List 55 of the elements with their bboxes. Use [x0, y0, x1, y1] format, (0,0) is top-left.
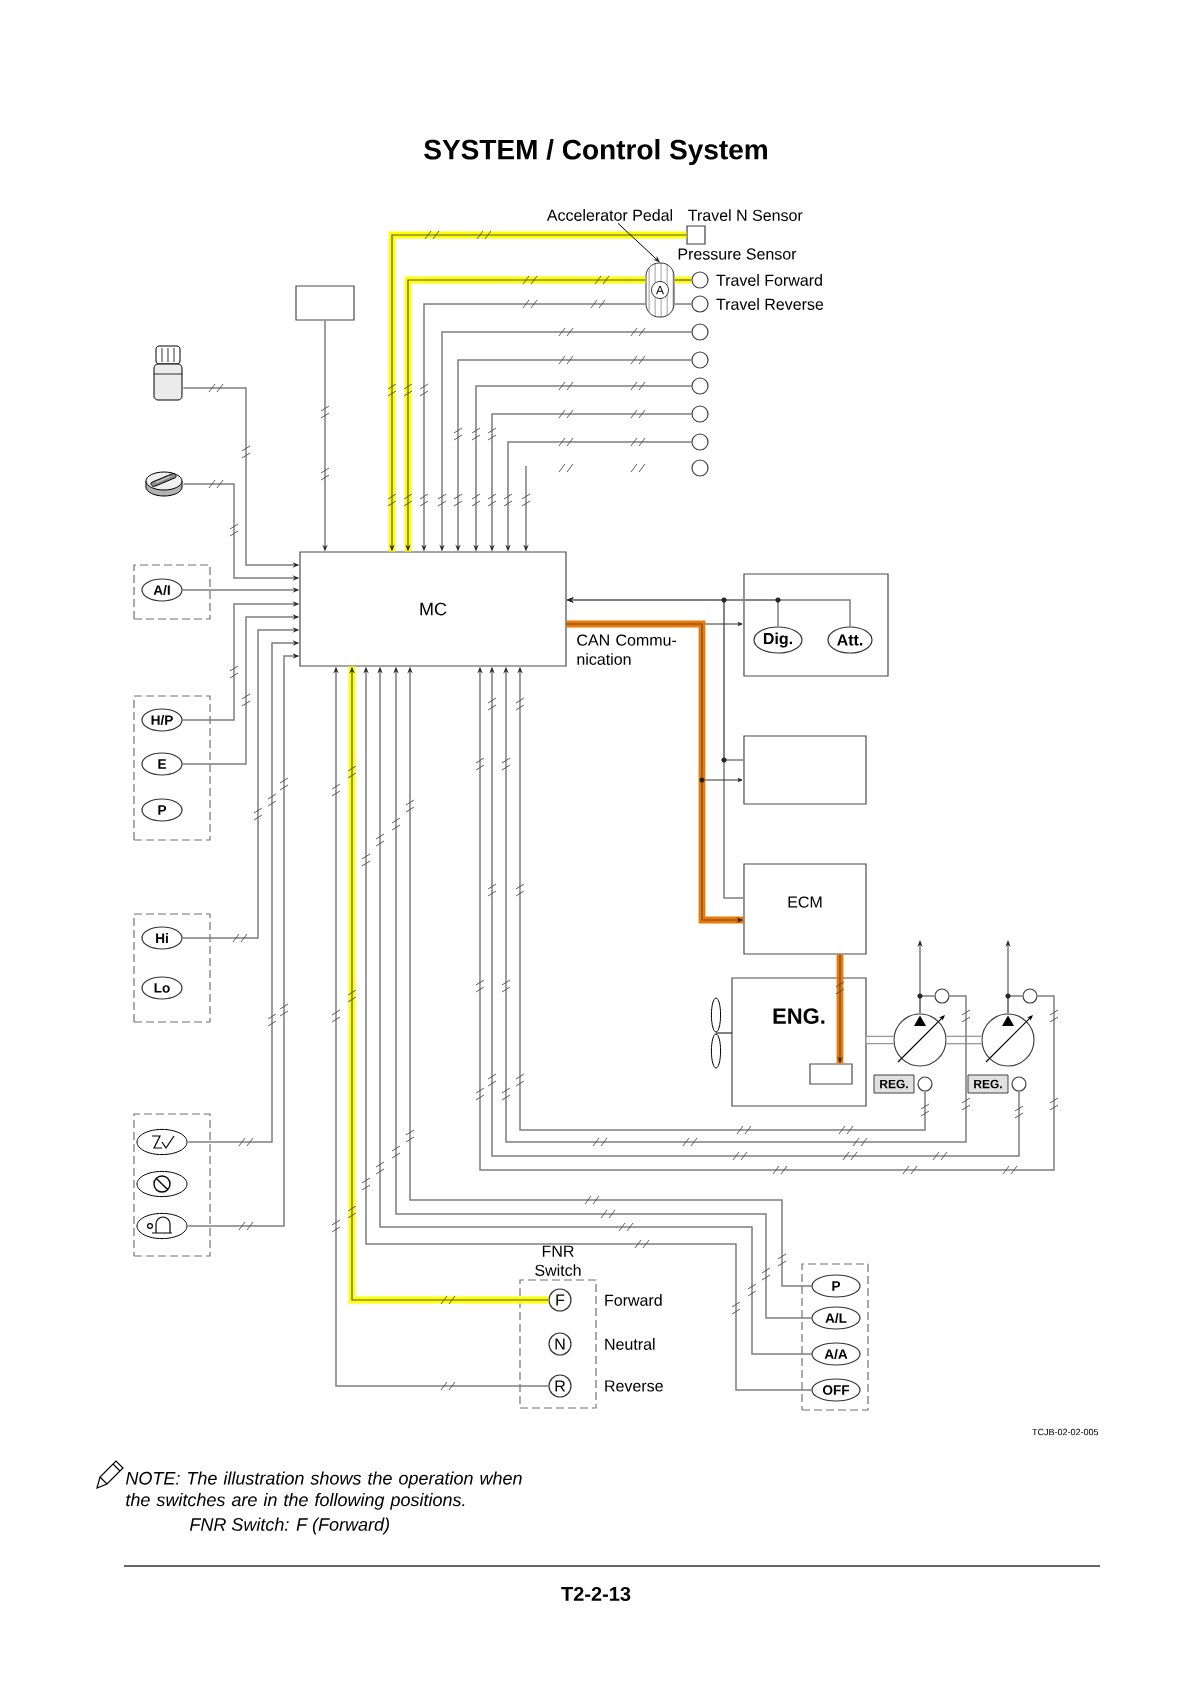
wire [388, 231, 687, 552]
group-label: Pressure Sensor [678, 248, 797, 260]
sensor-circle [691, 351, 709, 369]
sensor-circle [1022, 988, 1038, 1004]
side-label: Travel Forward [716, 274, 822, 286]
side-label: Neutral [605, 1338, 655, 1350]
sensor-circle [917, 1076, 933, 1092]
wire [348, 666, 549, 1304]
symbol-switch [136, 1212, 188, 1240]
sensor-circle [691, 433, 709, 451]
wire [673, 303, 693, 305]
wire [566, 620, 744, 924]
sensor-label: Travel N Sensor [688, 209, 803, 221]
dashed-group-box [133, 695, 211, 841]
pointer-label: Accelerator Pedal [546, 209, 673, 221]
pump-symbol [893, 1013, 947, 1067]
controller-box: MC [299, 551, 567, 667]
empty-box [295, 285, 355, 321]
shaft-line [866, 1035, 894, 1045]
note-text: NOTE: The illustration shows the operation when the switches are in the following positions. [125, 1471, 522, 1510]
sensor-circle [691, 459, 709, 477]
note-text: FNR Switch: F (Forward) [189, 1517, 389, 1535]
dashed-group-box [133, 1113, 211, 1257]
group-heading: FNR Switch [535, 1245, 581, 1276]
small-box [809, 1063, 853, 1085]
symbol-switch [136, 1170, 188, 1198]
leader-arrow [617, 222, 660, 263]
monitor-box [743, 573, 889, 677]
page-number: T2-2-13 [561, 1586, 631, 1602]
sensor-circle [691, 377, 709, 395]
page-title: SYSTEM / Control System [424, 138, 767, 166]
dashed-group-box [801, 1263, 869, 1411]
knob-picture [145, 471, 183, 497]
pump-symbol [981, 1013, 1035, 1067]
side-label: Travel Reverse [716, 298, 824, 310]
dashed-group-box [133, 913, 211, 1023]
empty-box [743, 735, 867, 805]
engine-box: ENG. [731, 977, 867, 1107]
wire [673, 276, 692, 284]
edge-label: CAN Commu- nication [574, 632, 683, 667]
dashed-group-box [133, 564, 211, 620]
shaft-line [946, 1035, 982, 1045]
sensor-circle [691, 323, 709, 341]
sensor-picture [153, 345, 183, 401]
wire [404, 276, 647, 552]
sensor-circle [934, 988, 950, 1004]
side-label: Forward [605, 1294, 662, 1306]
sensor-circle [1011, 1076, 1027, 1092]
sensor-circle [691, 405, 709, 423]
symbol-switch [136, 1128, 188, 1156]
wire [1007, 995, 1024, 1015]
wire [919, 995, 936, 1015]
wire [836, 954, 844, 1064]
unit-box: ECM [743, 863, 867, 955]
side-label: Reverse [605, 1380, 663, 1392]
